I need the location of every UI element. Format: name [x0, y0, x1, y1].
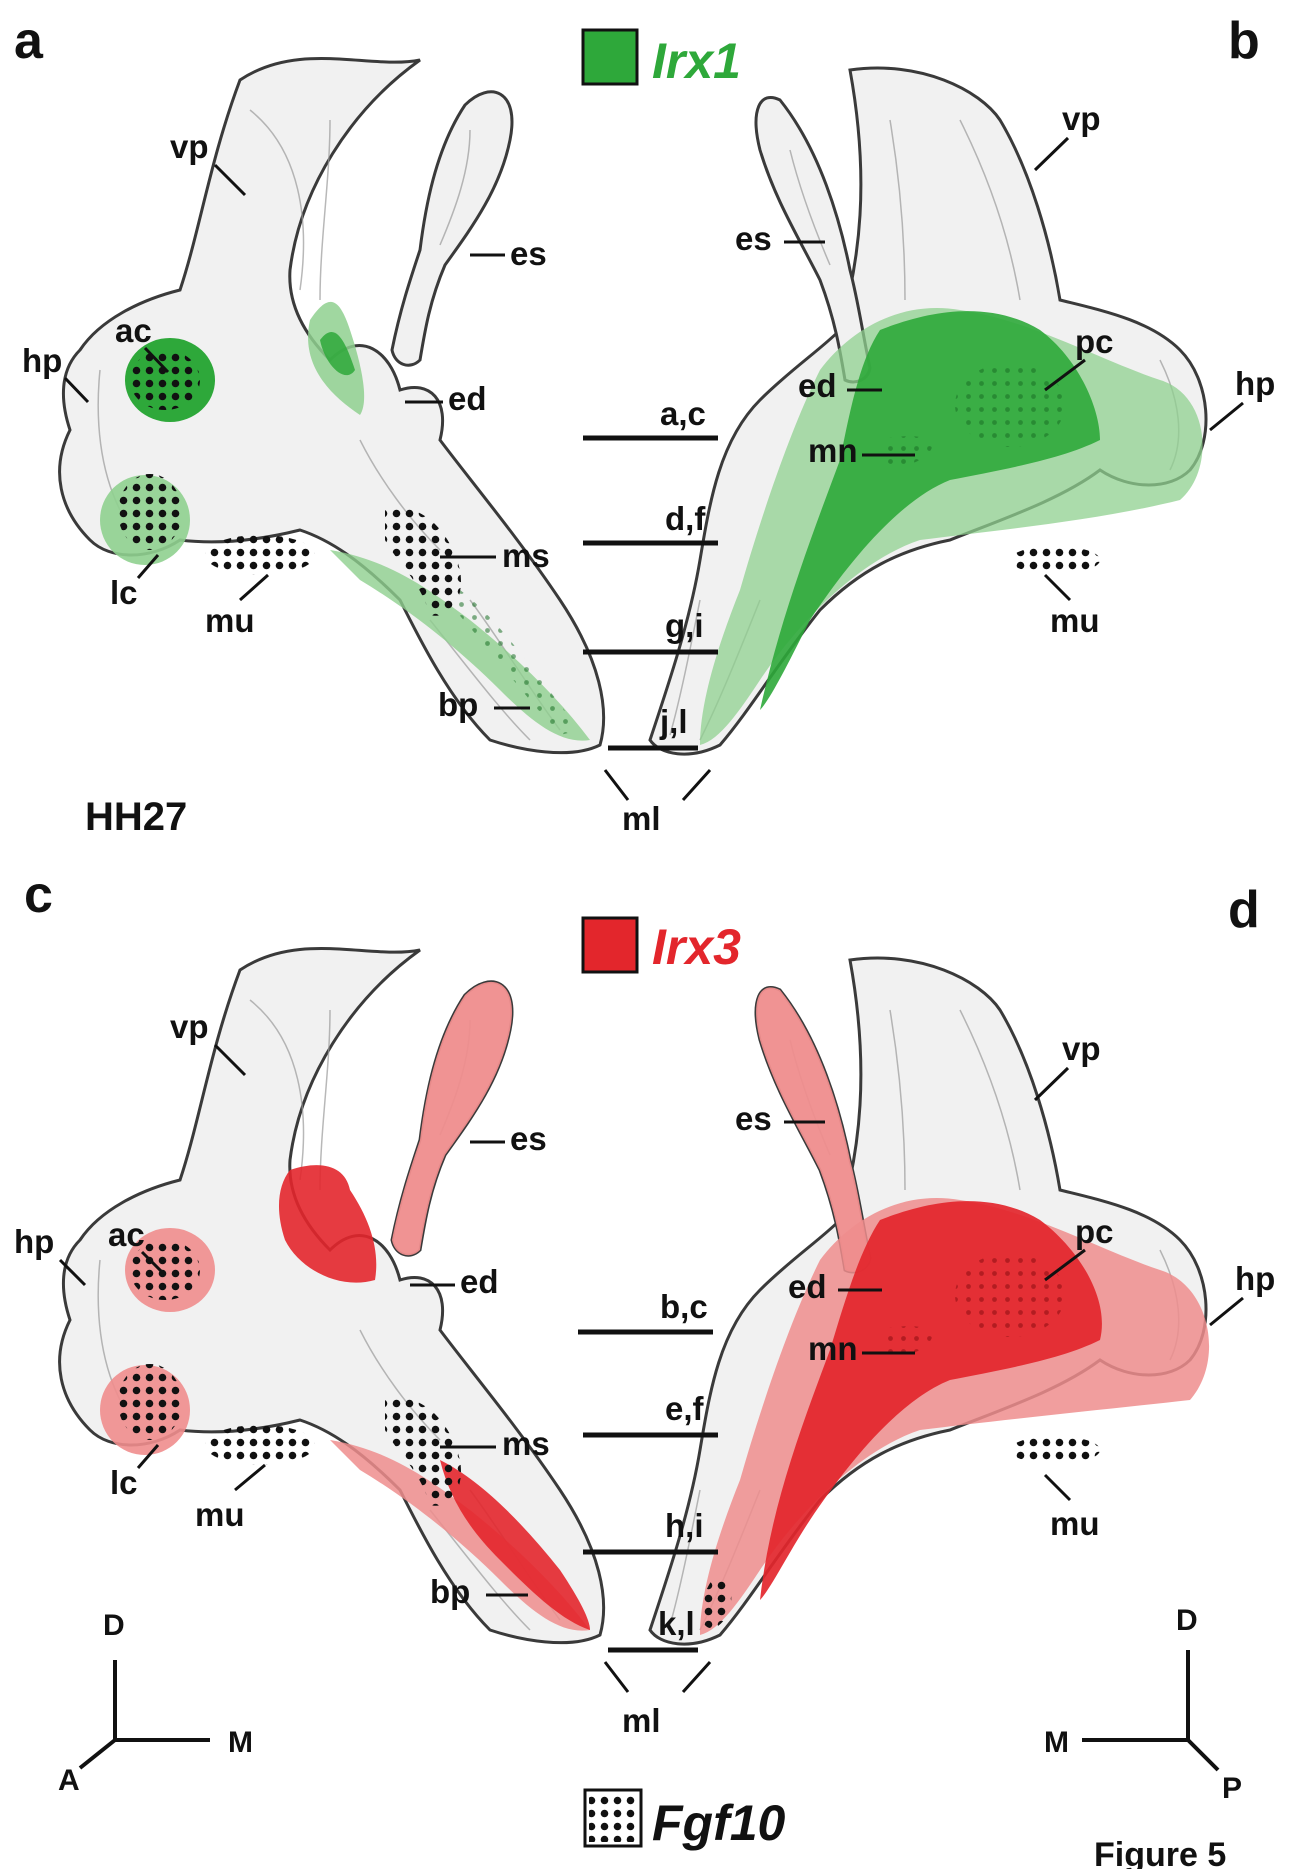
leader-mu-right-b	[1045, 1475, 1070, 1500]
section-label-top-4: j,l	[659, 703, 688, 740]
leader-mu-right	[1045, 575, 1070, 600]
label-vp-left: vp	[170, 128, 209, 165]
label-mn-right: mn	[808, 432, 858, 469]
panel-label-a: a	[14, 12, 44, 70]
leader-vp-right-b	[1035, 1068, 1068, 1100]
panel-label-b: b	[1228, 12, 1260, 70]
fgf10-spot-mu-medial	[1010, 546, 1100, 574]
fgf10-spot-mu-medial-bottom	[1010, 1436, 1100, 1464]
label-ed-right-b: ed	[788, 1268, 827, 1305]
fgf10-legend-swatch	[589, 1794, 637, 1842]
leader-hp-right	[1210, 403, 1243, 430]
label-hp-right: hp	[1235, 365, 1275, 402]
label-vp-left-b: vp	[170, 1008, 209, 1045]
section-label-top-2: d,f	[665, 500, 706, 537]
leader-mu-left-b	[235, 1465, 265, 1490]
axes-left: D M A	[58, 1609, 253, 1797]
leader-ml-top-left	[605, 770, 628, 800]
label-vp-right-b: vp	[1062, 1030, 1101, 1067]
label-bp-left-b: bp	[430, 1573, 470, 1610]
leader-hp-right-b	[1210, 1298, 1243, 1325]
label-ms-left: ms	[502, 537, 550, 574]
irx3-legend-swatch	[583, 918, 637, 972]
figure-caption: Figure 5	[1094, 1836, 1226, 1869]
section-label-bottom-2: e,f	[665, 1390, 705, 1427]
leader-vp-right	[1035, 138, 1068, 170]
panel-label-c: c	[24, 866, 53, 924]
label-es-left-b: es	[510, 1120, 547, 1157]
leader-ml-bottom-right	[683, 1662, 710, 1692]
label-hp-left-b: hp	[14, 1223, 54, 1260]
axis-left-up: D	[103, 1609, 125, 1642]
irx3-dotted-pc	[955, 1253, 1065, 1337]
label-ed-right: ed	[798, 367, 837, 404]
label-ed-left: ed	[448, 380, 487, 417]
irx3-legend-label: Irx3	[652, 919, 741, 975]
fgf10-spot-lc	[118, 474, 182, 550]
label-ac-left-b: ac	[108, 1216, 145, 1253]
label-mu-right-b: mu	[1050, 1505, 1100, 1542]
irx1-legend-label: Irx1	[652, 33, 741, 89]
stage-label: HH27	[85, 795, 187, 839]
section-label-top-1: a,c	[660, 395, 706, 432]
label-vp-right: vp	[1062, 100, 1101, 137]
axes-left-lines	[80, 1660, 210, 1768]
label-es-right-b: es	[735, 1100, 772, 1137]
label-bp-left: bp	[438, 686, 478, 723]
axis-right-down: P	[1222, 1772, 1242, 1805]
label-pc-right-b: pc	[1075, 1213, 1114, 1250]
label-hp-left: hp	[22, 342, 62, 379]
panel-bottom: c d Irx3	[14, 866, 1275, 1869]
leader-ml-top-right	[683, 770, 710, 800]
axis-right-up: D	[1176, 1604, 1198, 1637]
label-ml-bottom: ml	[622, 1702, 661, 1739]
fgf10-spot-lc-bottom	[118, 1364, 182, 1440]
label-ms-left-b: ms	[502, 1425, 550, 1462]
label-hp-right-b: hp	[1235, 1260, 1275, 1297]
fgf10-spot-mu-bottom	[205, 1425, 315, 1465]
irx1-legend-swatch	[583, 30, 637, 84]
label-mu-right: mu	[1050, 602, 1100, 639]
label-ac-left: ac	[115, 312, 152, 349]
irx3-expression-es	[392, 982, 512, 1255]
leader-mu-left	[240, 575, 268, 600]
label-pc-right: pc	[1075, 323, 1114, 360]
axis-left-down: A	[58, 1764, 80, 1797]
label-lc-left-b: lc	[110, 1464, 138, 1501]
fgf10-spot-mu	[205, 535, 315, 575]
label-mu-left: mu	[205, 602, 255, 639]
section-label-bottom-3: h,i	[665, 1507, 704, 1544]
panel-top: a b Irx1 vp es ac hp ed	[14, 12, 1275, 839]
panel-label-d: d	[1228, 881, 1260, 939]
leader-ml-bottom-left	[605, 1662, 628, 1692]
fgf10-legend-label: Fgf10	[652, 1795, 786, 1851]
axis-left-right: M	[228, 1726, 253, 1759]
label-es-right: es	[735, 220, 772, 257]
label-es-left: es	[510, 235, 547, 272]
axis-right-left: M	[1044, 1726, 1069, 1759]
label-mu-left-b: mu	[195, 1496, 245, 1533]
axes-right-lines	[1082, 1650, 1218, 1770]
label-ed-left-b: ed	[460, 1263, 499, 1300]
section-label-bottom-4: k,l	[658, 1605, 695, 1642]
irx1-dotted-pc	[955, 363, 1065, 447]
section-label-bottom-1: b,c	[660, 1288, 708, 1325]
fgf10-spot-ac	[130, 350, 200, 410]
label-ml-top: ml	[622, 800, 661, 837]
label-lc-left: lc	[110, 574, 138, 611]
axes-right: D M P	[1044, 1604, 1242, 1805]
section-label-top-3: g,i	[665, 607, 704, 644]
label-mn-right-b: mn	[808, 1330, 858, 1367]
